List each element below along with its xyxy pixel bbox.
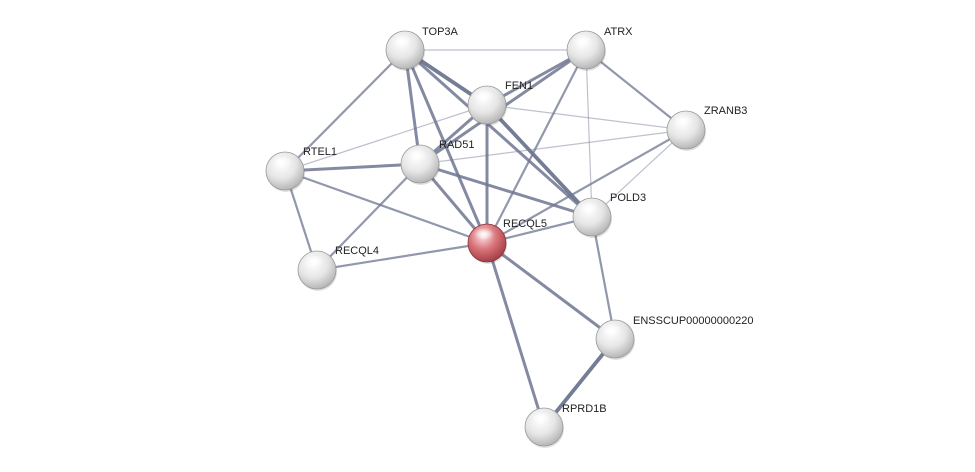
- nodes-layer: [265, 30, 706, 448]
- node-pold3[interactable]: [572, 197, 612, 238]
- node-label-rad51: RAD51: [439, 139, 474, 151]
- edge-fen1-rtel1: [284, 104, 488, 172]
- node-highlight: [392, 35, 412, 47]
- node-rad51[interactable]: [400, 144, 440, 185]
- edge-zranb3-pold3: [591, 129, 687, 218]
- edge-top3a-rtel1: [283, 48, 407, 173]
- edge-recql5-rprd1b: [485, 241, 546, 429]
- node-label-recql4: RECQL4: [335, 245, 379, 257]
- node-atrx[interactable]: [566, 30, 606, 71]
- node-label-rtel1: RTEL1: [303, 146, 337, 158]
- edge-top3a-pold3: [403, 48, 594, 219]
- node-highlight: [272, 156, 292, 168]
- node-fen1[interactable]: [467, 85, 507, 126]
- edge-recql5-ensscup00000000220: [485, 241, 617, 341]
- edge-zranb3-rad51: [419, 129, 687, 165]
- edge-fen1-zranb3: [486, 104, 687, 131]
- edge-pold3-ensscup00000000220: [590, 215, 617, 341]
- node-label-top3a: TOP3A: [422, 26, 459, 38]
- node-highlight: [673, 115, 693, 127]
- node-highlight: [474, 228, 494, 240]
- node-highlight: [602, 324, 622, 336]
- node-recql5[interactable]: [467, 223, 507, 264]
- node-label-atrx: ATRX: [604, 26, 633, 38]
- node-top3a[interactable]: [385, 30, 425, 71]
- node-highlight: [407, 149, 427, 161]
- edge-recql5-recql4: [315, 241, 489, 272]
- edge-fen1-pold3: [485, 103, 594, 219]
- node-highlight: [531, 412, 551, 424]
- edge-rtel1-rad51: [283, 162, 422, 173]
- node-highlight: [304, 255, 324, 267]
- node-label-ensscup00000000220: ENSSCUP00000000220: [633, 315, 753, 327]
- edge-rad51-pold3: [418, 162, 594, 219]
- node-ensscup00000000220[interactable]: [595, 319, 635, 360]
- node-label-zranb3: ZRANB3: [704, 105, 747, 117]
- edge-atrx-recql5: [485, 48, 588, 245]
- node-label-rprd1b: RPRD1B: [562, 403, 607, 415]
- node-label-recql5: RECQL5: [503, 218, 547, 230]
- node-rprd1b[interactable]: [524, 407, 564, 448]
- edge-atrx-pold3: [585, 49, 593, 218]
- node-rtel1[interactable]: [265, 151, 305, 192]
- node-label-pold3: POLD3: [610, 192, 646, 204]
- node-highlight: [573, 35, 593, 47]
- node-highlight: [474, 90, 494, 102]
- edge-rtel1-recql5: [283, 169, 489, 245]
- edge-zranb3-recql5: [485, 128, 688, 245]
- edge-atrx-zranb3: [584, 48, 688, 132]
- node-highlight: [579, 202, 599, 214]
- node-recql4[interactable]: [297, 250, 337, 291]
- edge-rad51-recql4: [315, 162, 422, 272]
- node-label-fen1: FEN1: [505, 80, 533, 92]
- node-zranb3[interactable]: [666, 110, 706, 151]
